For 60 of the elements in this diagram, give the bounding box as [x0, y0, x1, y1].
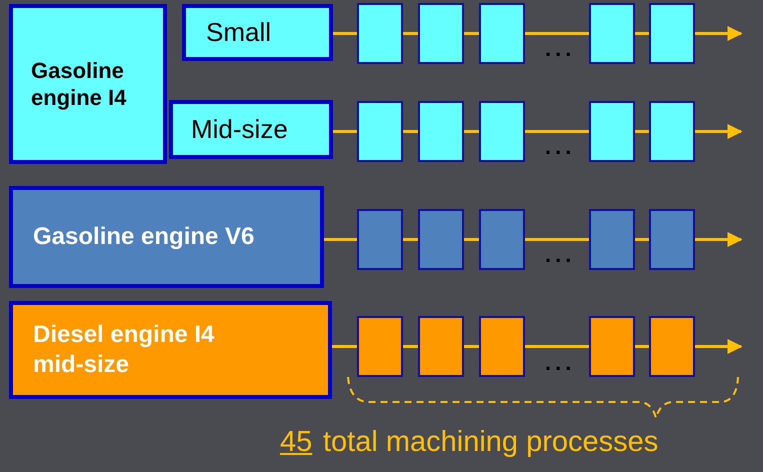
process-box: [589, 209, 635, 270]
connector-line: [403, 345, 418, 348]
connector-line: [403, 32, 418, 35]
ellipsis: ...: [545, 244, 576, 266]
category-box: [169, 100, 333, 159]
ellipsis: ...: [545, 38, 576, 60]
category-box: [9, 301, 332, 399]
process-box: [479, 209, 525, 270]
connector-line: [464, 238, 479, 241]
process-box: [589, 3, 635, 64]
process-box: [589, 316, 635, 377]
connector-line: [525, 345, 589, 348]
node-label: Small: [206, 16, 272, 49]
node-label: Gasoline engine V6: [33, 222, 254, 252]
process-box: [479, 101, 525, 162]
node-label: Gasoline engine I4: [31, 56, 128, 112]
node-label: Diesel engine I4 mid-size: [33, 320, 216, 380]
connector-line: [403, 130, 418, 133]
process-box: [418, 316, 464, 377]
process-box: [357, 101, 403, 162]
arrow: [695, 124, 742, 139]
process-box: [357, 209, 403, 270]
connector-line: [525, 238, 589, 241]
connector-line: [525, 32, 589, 35]
connector-line: [324, 238, 357, 241]
arrow: [695, 26, 742, 41]
process-box: [357, 3, 403, 64]
caption-text: total machining processes: [323, 428, 658, 457]
connector-line: [635, 345, 649, 348]
process-box: [479, 3, 525, 64]
connector-line: [464, 130, 479, 133]
node-label: Mid-size: [191, 113, 288, 146]
connector-line: [635, 130, 649, 133]
connector-line: [464, 345, 479, 348]
connector-line: [403, 238, 418, 241]
process-box: [649, 101, 695, 162]
process-box: [357, 316, 403, 377]
process-box: [589, 101, 635, 162]
arrow: [695, 232, 742, 247]
process-box: [418, 209, 464, 270]
count-value: 45: [280, 428, 312, 457]
connector-line: [635, 238, 649, 241]
connector-line: [464, 32, 479, 35]
process-box: [649, 3, 695, 64]
connector-line: [332, 345, 357, 348]
ellipsis: ...: [545, 136, 576, 158]
connector-line: [635, 32, 649, 35]
process-box: [649, 316, 695, 377]
process-box: [418, 101, 464, 162]
category-box: [182, 4, 333, 61]
ellipsis: ...: [545, 352, 576, 374]
connector-line: [525, 130, 589, 133]
connector-line: [333, 32, 357, 35]
process-box: [649, 209, 695, 270]
category-box: [9, 4, 167, 164]
process-box: [418, 3, 464, 64]
process-box: [479, 316, 525, 377]
arrow: [695, 339, 742, 354]
category-box: [9, 186, 324, 288]
connector-line: [333, 130, 357, 133]
